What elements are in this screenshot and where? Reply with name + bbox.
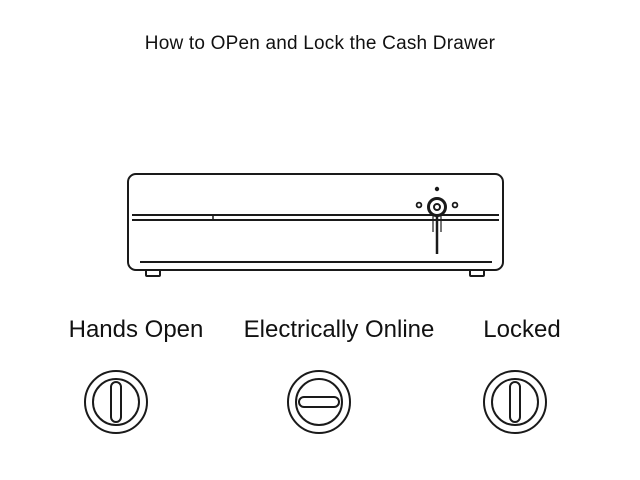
drawer-foot-right <box>469 269 485 277</box>
key-horizontal-icon <box>287 370 351 434</box>
state-label-hands-open: Hands Open <box>68 316 204 343</box>
state-label-locked: Locked <box>483 316 561 343</box>
drawer-body <box>127 173 504 271</box>
key-vertical-icon <box>483 370 547 434</box>
drawer-lock <box>415 186 459 254</box>
key-vertical-icon <box>84 370 148 434</box>
diagram-title: How to OPen and Lock the Cash Drawer <box>144 33 496 54</box>
state-label-electrically-online: Electrically Online <box>243 316 435 343</box>
drawer-foot-left <box>145 269 161 277</box>
